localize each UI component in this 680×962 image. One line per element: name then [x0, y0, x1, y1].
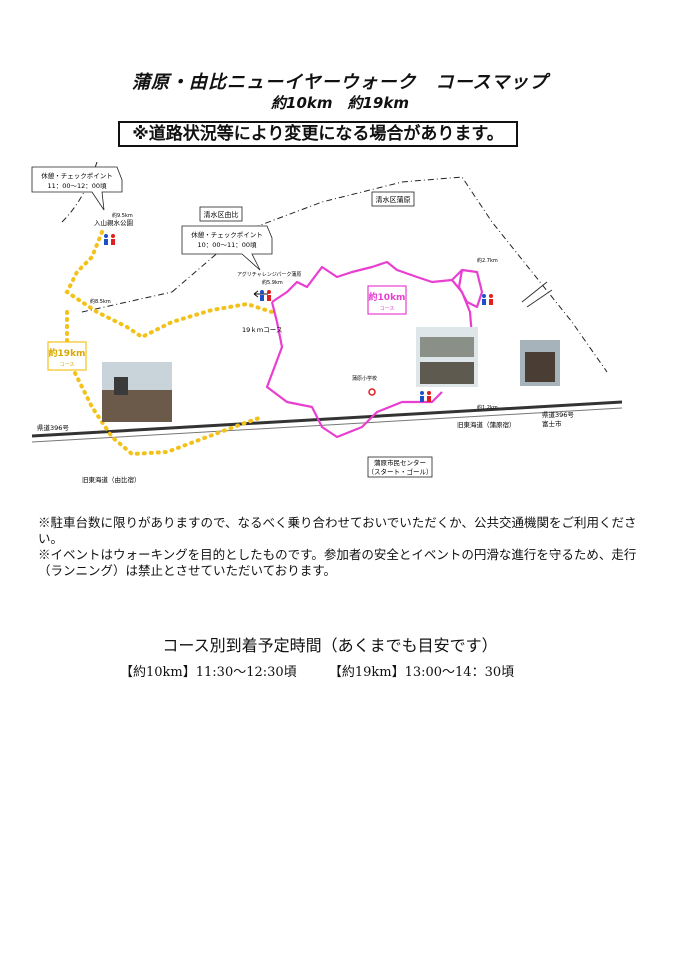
route19-label: 約19km	[49, 347, 86, 359]
road-old-tokaido	[31, 407, 622, 443]
municipal-boundary	[81, 291, 173, 313]
photo-house	[520, 340, 560, 386]
center-sub: （スタート・ゴール）	[368, 467, 433, 476]
checkpoint1-title: 休憩・チェックポイント	[41, 171, 113, 180]
center-label: 蒲原市民センター	[374, 458, 426, 467]
page-subtitle: 約10km 約19km	[271, 94, 409, 112]
park-label: 入山親水公園	[94, 218, 133, 227]
road-396	[31, 400, 622, 438]
route396-left: 県道396号	[37, 423, 69, 432]
toilet-icon	[482, 294, 493, 305]
arrival-title: コース別到着予定時間（あくまでも目安です）	[162, 636, 498, 655]
checkpoint-callout-1: 休憩・チェックポイント 11：00～12：00頃	[31, 166, 123, 211]
page-title: 蒲原・由比ニューイヤーウォーク コースマップ	[131, 72, 549, 93]
photo-kanbara	[416, 327, 478, 387]
change-notice: ※道路状況等により変更になる場合があります。	[118, 121, 518, 147]
checkpoint-callout-2: 休憩・チェックポイント 10：00～11：00頃	[181, 225, 273, 271]
start-goal-marker	[368, 388, 376, 396]
route10-label: 約10km	[369, 291, 406, 303]
area-kanbara-label: 清水区蒲原	[376, 195, 411, 204]
side-road	[526, 289, 553, 308]
dist-12: 約1.2km	[477, 404, 498, 411]
dist-27: 約2.7km	[477, 257, 498, 264]
route10-sub: コース	[380, 306, 395, 312]
dist-95: 約9.5km	[112, 212, 133, 219]
old-road-yui: 旧東海道（由比宿）	[82, 475, 141, 484]
toilet-icon	[420, 391, 431, 402]
course19-arrow: 19ｋｍコース	[242, 326, 282, 334]
route19-sub: コース	[60, 362, 75, 368]
photo-yui	[102, 362, 172, 422]
toilet-icon	[104, 234, 115, 245]
side-road	[521, 281, 548, 303]
fuji-city: 富士市	[542, 419, 562, 428]
arrival-times: 【約10km】11:30～12:30頃 【約19km】13:00～14：30頃	[120, 661, 542, 680]
dist-85: 約8.5km	[90, 298, 111, 305]
course-map: 清水区由比 清水区蒲原 休憩・チェックポイント 11：00～12：00頃 休憩・…	[31, 162, 622, 484]
arrival-19km: 【約19km】13:00～14：30頃	[328, 665, 515, 680]
checkpoint2-time: 10：00～11：00頃	[197, 240, 257, 249]
route396-right: 県道396号	[542, 410, 574, 419]
checkpoint2-title: 休憩・チェックポイント	[191, 230, 263, 239]
old-road-kanbara: 旧東海道（蒲原宿）	[457, 420, 516, 429]
dist-59: 約5.9km	[262, 279, 283, 286]
checkpoint1-time: 11：00～12：00頃	[47, 181, 107, 190]
school-label: 蒲原小学校	[352, 375, 377, 382]
area-yui-label: 清水区由比	[204, 210, 239, 219]
note-no-running: ※イベントはウォーキングを目的としたものです。参加者の安全とイベントの円滑な進行…	[38, 547, 637, 578]
checkpoint-place: アグリチャレンジパーク蒲原	[237, 271, 301, 278]
toilet-icon	[260, 290, 271, 301]
arrival-10km: 【約10km】11:30～12:30頃	[120, 665, 297, 680]
note-parking: ※駐車台数に限りがありますので、なるべく乗り合わせておいでいただくか、公共交通機…	[38, 515, 637, 546]
